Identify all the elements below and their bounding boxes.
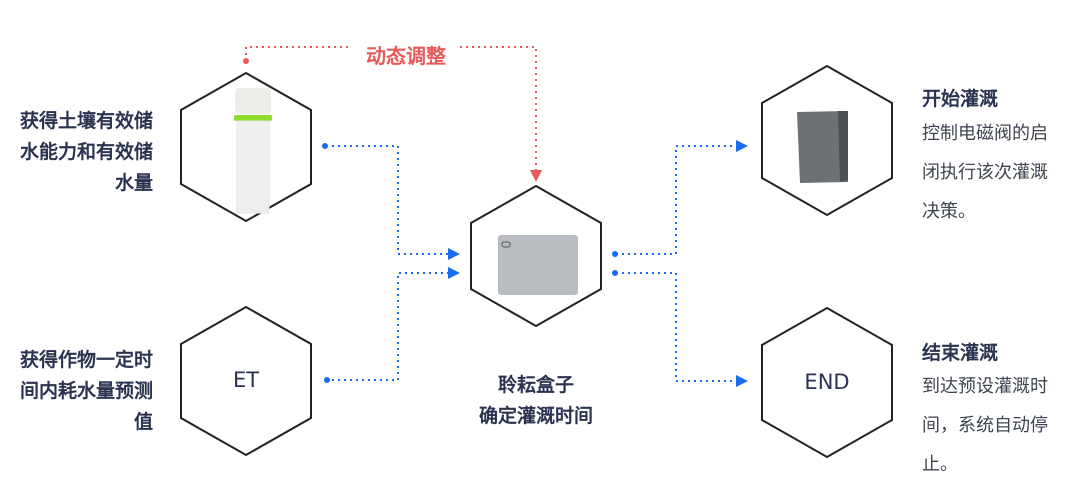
hexagon-soil-sensor (180, 71, 312, 223)
text-line: 闭执行该次灌溉 (922, 162, 1048, 183)
text-line: 间，系统自动停 (922, 415, 1048, 436)
start-irrigation-description: 控制电磁阀的启 闭执行该次灌溉 决策。 (922, 114, 1080, 231)
text-line: 获得作物一定时 (19, 349, 153, 371)
connector-soil-to-box (326, 145, 460, 260)
start-irrigation-title: 开始灌溉 (922, 88, 999, 110)
hexagon-controller (470, 184, 602, 328)
et-description: 获得作物一定时 间内耗水量预测 值 (0, 345, 153, 438)
dynamic-adjust-label: 动态调整 (366, 44, 446, 68)
text-line: 控制电磁阀的启 (922, 123, 1048, 144)
connector-et-to-box (326, 267, 460, 381)
controller-description: 聆耘盒子 确定灌溉时间 (436, 370, 636, 432)
soil-sensor-description: 获得土壤有效储 水能力和有效储 水量 (0, 106, 153, 199)
text-line: 获得土壤有效储 (19, 110, 153, 132)
hexagon-end (761, 306, 893, 459)
end-label: END (804, 370, 850, 394)
valve-image (797, 111, 848, 183)
text-line: 止。 (922, 454, 958, 475)
end-irrigation-description: 到达预设灌溉时 间，系统自动停 止。 (922, 367, 1080, 484)
connector-box-to-valve (616, 140, 748, 255)
et-label: ET (232, 368, 260, 392)
soil-sensor-image (234, 88, 272, 214)
text-line: 水量 (114, 172, 153, 194)
adjust-connector-left (245, 46, 352, 61)
text-line: 确定灌溉时间 (478, 405, 593, 427)
controller-box-image (498, 235, 578, 295)
text-line: 到达预设灌溉时 (922, 376, 1048, 397)
end-irrigation-title: 结束灌溉 (922, 342, 999, 364)
hexagon-valve (761, 64, 893, 217)
connector-box-to-end (616, 272, 748, 387)
text-line: 值 (133, 411, 153, 433)
text-line: 决策。 (922, 201, 976, 222)
text-line: 水能力和有效储 (19, 141, 153, 163)
adjust-connector-right (460, 46, 542, 182)
text-line: 聆耘盒子 (497, 374, 574, 396)
text-line: 间内耗水量预测 (19, 380, 153, 402)
hexagon-et (180, 305, 312, 457)
